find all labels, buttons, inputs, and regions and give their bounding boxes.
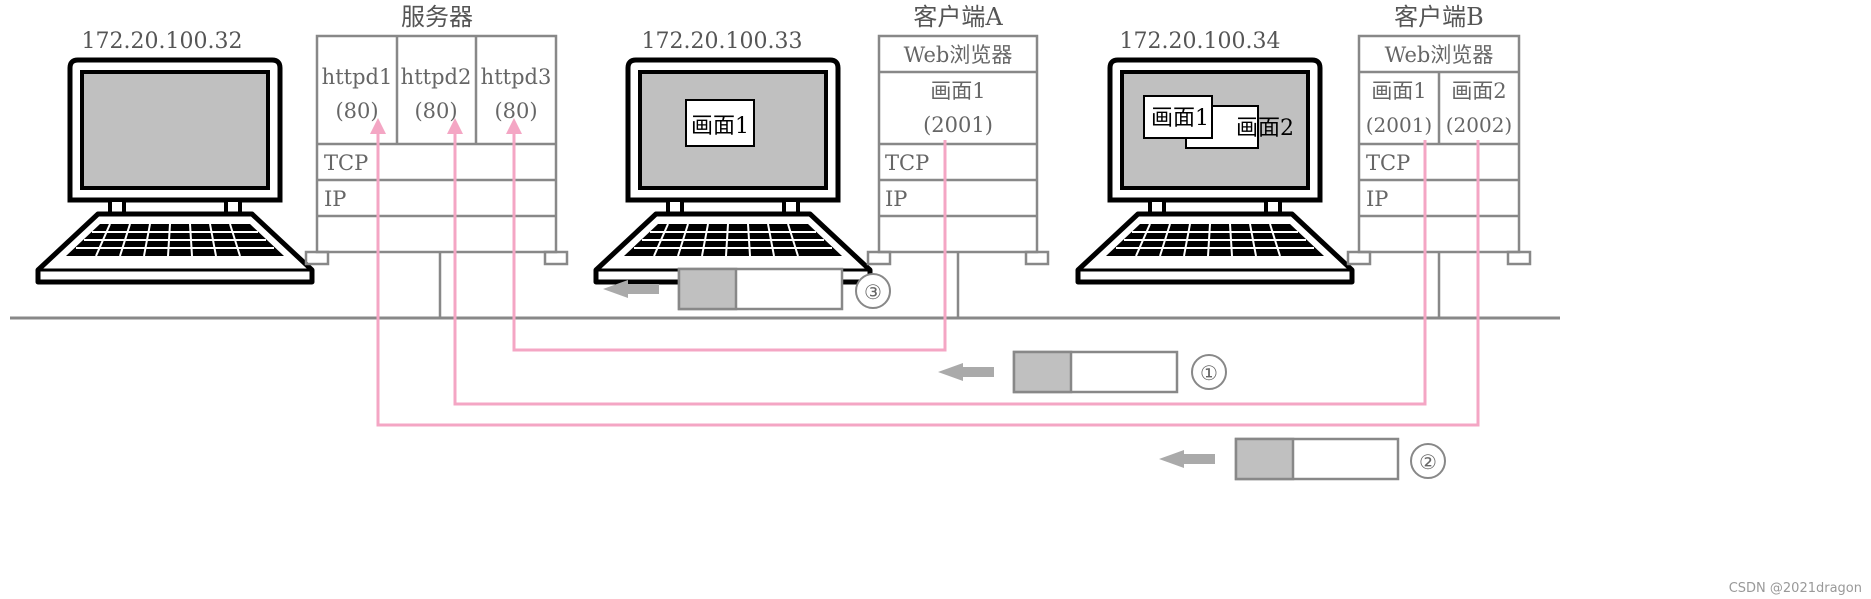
computer-2-window-1-label: 画面1 [691,114,749,139]
client-b-screen-2-port: (2002) [1446,113,1513,137]
computer-2 [596,60,870,282]
client-b-screen-2-name: 画面2 [1451,79,1506,103]
window-1 [1143,95,1213,139]
packet-3 [603,267,891,311]
client-b-layer-ip: IP [1366,187,1388,211]
connection-2-line [453,130,1427,406]
server-layer-tcp: TCP [324,151,368,175]
computer-3-window-2-label: 画面2 [1236,116,1294,141]
server-app-1-port: (80) [335,99,378,123]
packet-3-arrow-icon [603,280,659,298]
server-app-3-port: (80) [494,99,537,123]
window-1 [685,99,755,147]
client-b-stack [1346,34,1532,318]
packet-2 [1159,437,1446,481]
client-a-screen-1-name: 画面1 [930,79,985,103]
connection-3-line [376,130,1480,427]
packet-1-arrow-icon [938,363,994,381]
computer-3 [1078,60,1352,282]
packet-1-number: ① [1200,361,1218,385]
watermark: CSDN @2021dragon [1729,581,1862,596]
computer-1 [38,60,312,282]
computer-3-window-1-label: 画面1 [1151,106,1209,131]
packet-2-header [1234,437,1295,481]
server-app-2-port: (80) [414,99,457,123]
client-b-screen-1-name: 画面1 [1371,79,1426,103]
server-app-3-name: httpd3 [481,65,552,89]
client-a-layer-ip: IP [885,187,907,211]
packet-3-header [677,267,738,311]
computer-1-ip: 172.20.100.32 [82,29,243,54]
client-b-title: 客户端B [1394,3,1484,31]
client-a-layer-tcp: TCP [885,151,929,175]
computer-2-ip: 172.20.100.33 [642,29,803,54]
client-a-stack [866,34,1050,318]
connection-1-arrowhead [506,118,522,134]
client-a-title: 客户端A [913,3,1003,31]
server-layer-ip: IP [324,187,346,211]
packet-1 [938,350,1227,394]
client-a-screen-1-port: (2001) [923,113,993,137]
server-stack [304,34,569,318]
client-b-layer-tcp: TCP [1366,151,1410,175]
server-app-1-name: httpd1 [322,65,393,89]
connection-1-line [512,130,947,352]
client-b-app: Web浏览器 [1385,43,1494,67]
client-a-app: Web浏览器 [904,43,1013,67]
packet-1-header [1012,350,1073,394]
connection-2-arrowhead [447,118,463,134]
computer-3-ip: 172.20.100.34 [1120,29,1281,54]
client-b-screen-1-port: (2001) [1366,113,1433,137]
server-app-2-name: httpd2 [401,65,472,89]
packet-2-number: ② [1419,450,1437,474]
packet-3-number: ③ [864,280,882,304]
packet-2-arrow-icon [1159,450,1215,468]
server-title: 服务器 [401,3,473,31]
connection-3-arrowhead [370,118,386,134]
